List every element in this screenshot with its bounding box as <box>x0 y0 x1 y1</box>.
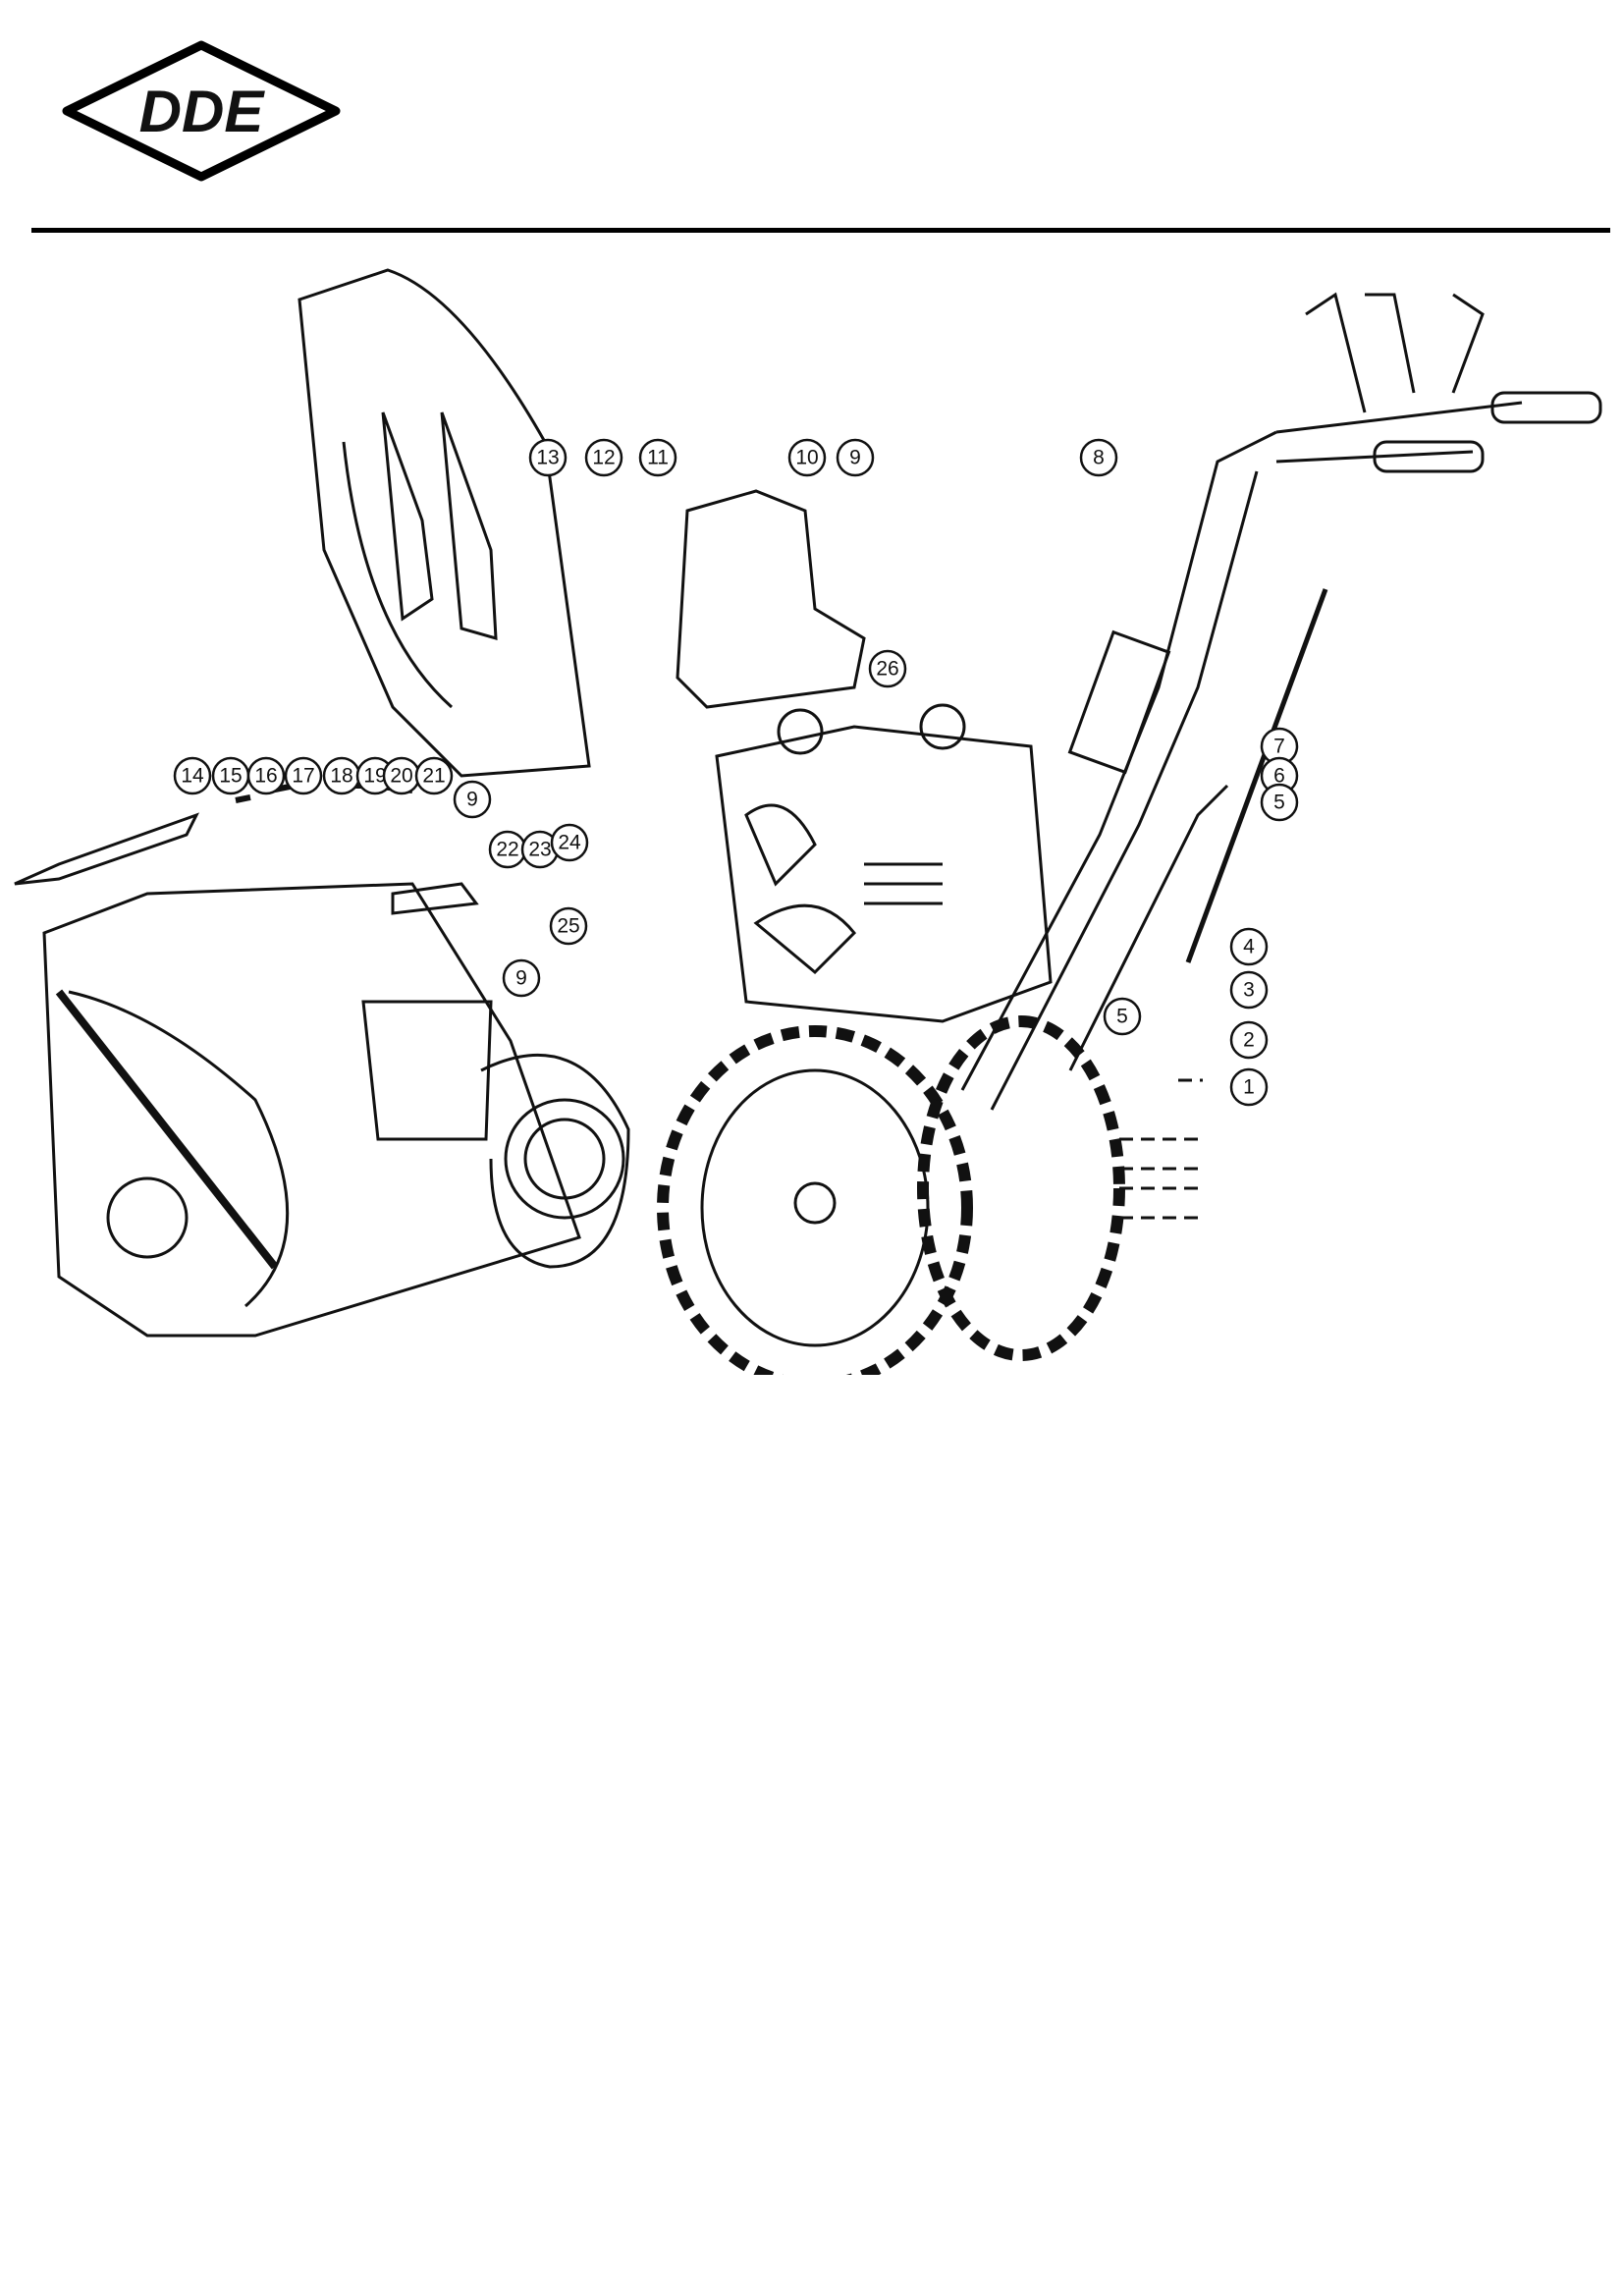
callout-16: 16 <box>246 756 286 795</box>
callout-number: 11 <box>647 447 669 469</box>
callout-1: 1 <box>1229 1067 1269 1107</box>
callout-4: 4 <box>1229 927 1269 966</box>
callout-5: 5 <box>1260 783 1299 822</box>
callout-number: 10 <box>795 447 818 469</box>
callout-number: 7 <box>1273 736 1285 758</box>
callout-circle <box>787 438 827 477</box>
callout-number: 21 <box>422 765 445 788</box>
callout-circle <box>246 756 286 795</box>
callout-circle <box>1103 997 1142 1036</box>
callout-circle <box>528 438 568 477</box>
callout-3: 3 <box>1229 970 1269 1010</box>
callout-circle <box>1229 927 1269 966</box>
callout-number: 19 <box>363 765 386 788</box>
callout-number: 9 <box>466 789 478 811</box>
callout-number: 2 <box>1243 1029 1255 1052</box>
callout-number: 9 <box>849 447 861 469</box>
callout-5: 5 <box>1103 997 1142 1036</box>
chute-crank-bracket <box>391 882 479 915</box>
callout-circle <box>414 756 454 795</box>
callout-20: 20 <box>382 756 421 795</box>
belt-cover <box>676 489 866 709</box>
callout-circle <box>502 958 541 998</box>
callout-26: 26 <box>868 649 907 688</box>
callout-circle <box>1229 1067 1269 1107</box>
callout-circle <box>584 438 623 477</box>
callout-circle <box>1079 438 1118 477</box>
callout-18: 18 <box>322 756 361 795</box>
callout-22: 22 <box>488 830 527 869</box>
callout-number: 3 <box>1243 979 1255 1002</box>
callout-15: 15 <box>211 756 250 795</box>
callout-number: 18 <box>330 765 352 788</box>
callout-number: 12 <box>592 447 615 469</box>
callout-circle <box>173 756 212 795</box>
callout-circle <box>1229 970 1269 1010</box>
callout-circle <box>1229 1020 1269 1060</box>
callout-circle <box>638 438 677 477</box>
callout-8: 8 <box>1079 438 1118 477</box>
wheels <box>657 1015 1125 1375</box>
callout-21: 21 <box>414 756 454 795</box>
engine <box>715 703 1053 1023</box>
callout-circle <box>549 906 588 946</box>
callout-number: 1 <box>1243 1076 1255 1099</box>
callout-14: 14 <box>173 756 212 795</box>
callout-number: 20 <box>390 765 412 788</box>
callout-number: 17 <box>292 765 314 788</box>
callout-circle <box>1260 783 1299 822</box>
callout-number: 4 <box>1243 936 1255 958</box>
callout-13: 13 <box>528 438 568 477</box>
callout-number: 6 <box>1273 765 1285 788</box>
callout-number: 5 <box>1116 1006 1128 1028</box>
callout-number: 26 <box>876 658 898 681</box>
auger-shaft <box>14 812 200 886</box>
callout-number: 25 <box>557 915 579 938</box>
callout-25: 25 <box>549 906 588 946</box>
callout-number: 9 <box>515 967 527 990</box>
dde-logo: DDE <box>62 40 341 182</box>
bolts-right <box>1119 1078 1203 1220</box>
callout-number: 22 <box>496 839 518 861</box>
callout-number: 8 <box>1093 447 1105 469</box>
handle-assembly <box>960 292 1602 1111</box>
callout-number: 14 <box>181 765 204 788</box>
callout-number: 24 <box>558 832 581 854</box>
callout-circle <box>453 780 492 819</box>
callout-24: 24 <box>550 823 589 862</box>
callout-number: 5 <box>1273 792 1285 814</box>
callout-9: 9 <box>453 780 492 819</box>
discharge-chute <box>298 268 591 778</box>
callout-circle <box>836 438 875 477</box>
callout-9: 9 <box>836 438 875 477</box>
callout-number: 13 <box>536 447 559 469</box>
callout-12: 12 <box>584 438 623 477</box>
callout-number: 16 <box>254 765 277 788</box>
svg-text:DDE: DDE <box>139 79 266 144</box>
auger-housing <box>42 882 630 1338</box>
callout-6: 6 <box>1260 756 1299 795</box>
callout-circle <box>868 649 907 688</box>
callout-number: 23 <box>528 839 551 861</box>
callout-10: 10 <box>787 438 827 477</box>
callout-17: 17 <box>284 756 323 795</box>
callout-23: 23 <box>520 830 560 869</box>
callout-9: 9 <box>502 958 541 998</box>
callout-11: 11 <box>638 438 677 477</box>
callout-circle <box>284 756 323 795</box>
callout-circle <box>550 823 589 862</box>
header-divider <box>31 228 1610 233</box>
callout-2: 2 <box>1229 1020 1269 1060</box>
callout-number: 15 <box>219 765 242 788</box>
